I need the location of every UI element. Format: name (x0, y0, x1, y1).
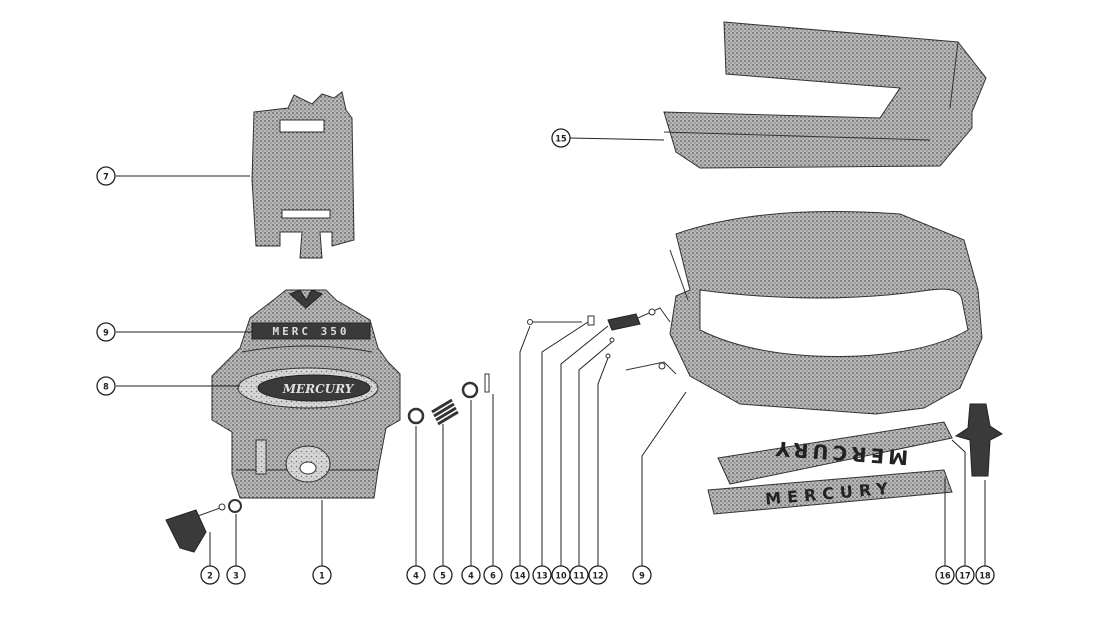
part-18-decal: MERCURY (717, 421, 953, 485)
callout-11: 10 (551, 565, 571, 585)
callout-17: 16 (935, 565, 955, 585)
callout-3-label: 3 (233, 572, 239, 582)
emblem-text: MERCURY (282, 382, 355, 396)
part-11-latch (607, 313, 641, 331)
callout-1-label: 1 (319, 572, 325, 582)
callout-2: 2 (200, 565, 220, 585)
callout-3: 3 (226, 565, 246, 585)
leader-lines (116, 137, 986, 566)
part-6-pin (484, 373, 490, 393)
callout-17-label: 16 (939, 572, 951, 582)
callout-19-label: 18 (979, 572, 991, 582)
part-15-rod-end (527, 319, 533, 325)
callout-14: 13 (532, 565, 552, 585)
callout-10-label: 9 (639, 572, 645, 582)
part-9-nameplate: MERC 350 (251, 322, 371, 340)
callout-18: 17 (955, 565, 975, 585)
callout-6-label: 6 (490, 572, 496, 582)
part-13-nut (605, 353, 611, 359)
callout-16: 15 (551, 128, 571, 148)
part-4-washer-a (407, 407, 425, 425)
callout-7-label: 7 (103, 173, 109, 183)
part-14-clip (587, 315, 595, 326)
callout-8-label: 8 (103, 383, 109, 393)
part-4-washer-b (461, 381, 479, 399)
callout-13: 12 (588, 565, 608, 585)
callout-12-label: 11 (573, 572, 585, 582)
part-8-emblem: MERCURY (237, 367, 379, 409)
callout-15: 14 (510, 565, 530, 585)
callout-9-label: 9 (103, 329, 109, 339)
part-16-seal-strip (663, 21, 987, 169)
part-5-spring (431, 398, 459, 426)
part-12-screw (609, 337, 615, 343)
callouts: 7 9 8 15 2 3 1 4 5 4 6 14 13 10 11 12 9 … (96, 128, 995, 585)
callout-19: 18 (975, 565, 995, 585)
nameplate-text: MERC 350 (273, 325, 350, 338)
callout-15-label: 14 (514, 572, 526, 582)
callout-2-label: 2 (207, 572, 213, 582)
callout-1: 1 (312, 565, 332, 585)
callout-5: 5 (433, 565, 453, 585)
callout-6: 6 (483, 565, 503, 585)
part-7-seal-plate (251, 91, 355, 259)
callout-4a: 4 (406, 565, 426, 585)
callout-8: 8 (96, 376, 116, 396)
callout-4b-label: 4 (468, 572, 474, 582)
callout-10: 9 (632, 565, 652, 585)
part-19-badge (954, 403, 1003, 477)
callout-5-label: 5 (440, 572, 446, 582)
part-10-cowl-band (625, 211, 983, 415)
callout-16-label: 15 (555, 135, 567, 145)
callout-12: 11 (569, 565, 589, 585)
callout-4a-label: 4 (413, 572, 419, 582)
callout-18-label: 17 (959, 572, 970, 582)
part-2-knob (165, 503, 226, 553)
callout-11-label: 10 (555, 572, 567, 582)
callout-9: 9 (96, 322, 116, 342)
part-3-washer (228, 499, 242, 513)
callout-4b: 4 (461, 565, 481, 585)
callout-7: 7 (96, 166, 116, 186)
callout-14-label: 13 (536, 572, 547, 582)
callout-13-label: 12 (592, 572, 603, 582)
